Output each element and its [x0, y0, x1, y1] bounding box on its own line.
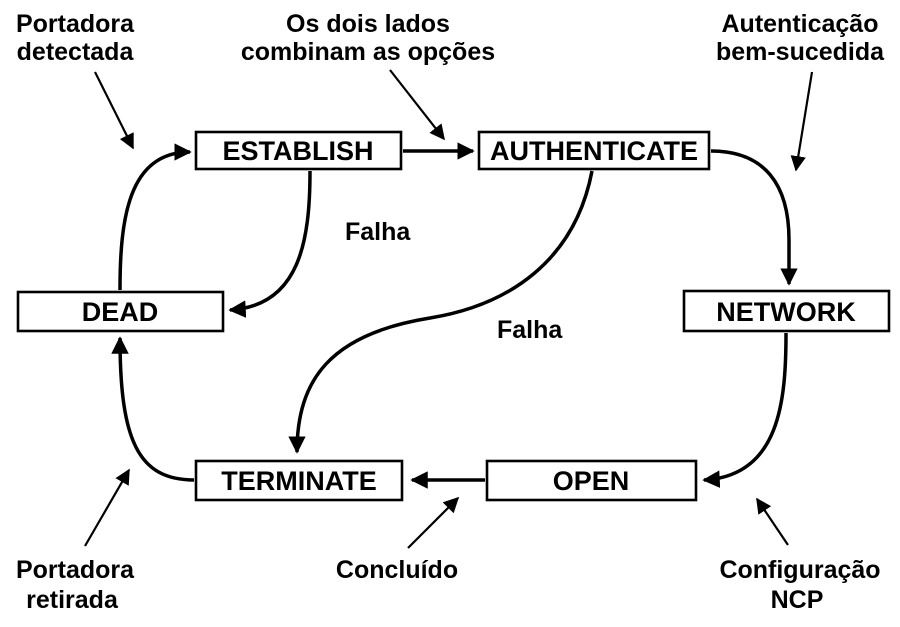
- annotation-auth-success-line1: Autenticação: [722, 10, 879, 38]
- state-authenticate: AUTHENTICATE: [477, 130, 711, 171]
- transition-establish-to-dead-failure: [228, 170, 312, 318]
- state-authenticate-label: AUTHENTICATE: [490, 136, 698, 166]
- state-network: NETWORK: [682, 289, 891, 333]
- state-establish: ESTABLISH: [194, 130, 403, 171]
- annotation-carrier-detected-arrow: [94, 71, 134, 150]
- state-network-box: [682, 289, 891, 333]
- transition-dead-to-establish: [118, 143, 192, 291]
- annotation-carrier-dropped-line2: retirada: [26, 586, 119, 614]
- annotation-carrier-detected-line1: Portadora: [16, 10, 135, 38]
- state-establish-label: ESTABLISH: [222, 136, 373, 166]
- annotation-ncp-config-arrow: [756, 497, 789, 546]
- state-terminate-label: TERMINATE: [221, 466, 377, 496]
- state-open: OPEN: [485, 459, 698, 502]
- edge-label-falha-authenticate: Falha: [497, 316, 563, 344]
- annotation-options-agreed: Os dois lados combinam as opções: [241, 10, 495, 141]
- edge-label-falha-establish: Falha: [345, 218, 411, 246]
- annotation-ncp-config-line2: NCP: [771, 586, 824, 614]
- annotation-carrier-detected: Portadora detectada: [16, 10, 135, 150]
- annotation-options-agreed-line1: Os dois lados: [286, 10, 450, 38]
- annotation-carrier-dropped: Portadora retirada: [16, 468, 135, 614]
- transition-network-to-open: [702, 332, 788, 488]
- annotation-options-agreed-arrow: [389, 69, 445, 141]
- annotation-done-arrow: [407, 496, 460, 549]
- transition-terminate-to-dead: [111, 336, 195, 482]
- state-terminate: TERMINATE: [194, 459, 404, 502]
- state-network-label: NETWORK: [716, 297, 856, 327]
- annotation-carrier-dropped-arrow: [84, 468, 130, 547]
- annotation-ncp-config-line1: Configuração: [719, 556, 880, 584]
- state-dead-box: [16, 290, 225, 333]
- state-open-label: OPEN: [553, 466, 630, 496]
- annotation-done-line1: Concluído: [336, 556, 458, 584]
- annotation-ncp-config: Configuração NCP: [719, 497, 881, 614]
- state-establish-box: [194, 130, 403, 171]
- state-dead: DEAD: [16, 290, 225, 333]
- annotation-options-agreed-line2: combinam as opções: [241, 38, 495, 66]
- state-dead-label: DEAD: [82, 297, 159, 327]
- state-terminate-box: [194, 459, 404, 502]
- state-open-box: [485, 459, 698, 502]
- annotation-auth-success: Autenticação bem-sucedida: [716, 10, 885, 172]
- transition-authenticate-to-terminate-failure: [288, 170, 594, 454]
- annotation-auth-success-line2: bem-sucedida: [716, 38, 885, 66]
- annotation-carrier-detected-line2: detectada: [17, 38, 135, 66]
- state-authenticate-box: [477, 130, 711, 171]
- annotation-carrier-dropped-line1: Portadora: [16, 556, 135, 584]
- annotation-auth-success-arrow: [790, 71, 814, 172]
- annotation-done: Concluído: [336, 496, 460, 584]
- transition-authenticate-to-network: [710, 149, 798, 286]
